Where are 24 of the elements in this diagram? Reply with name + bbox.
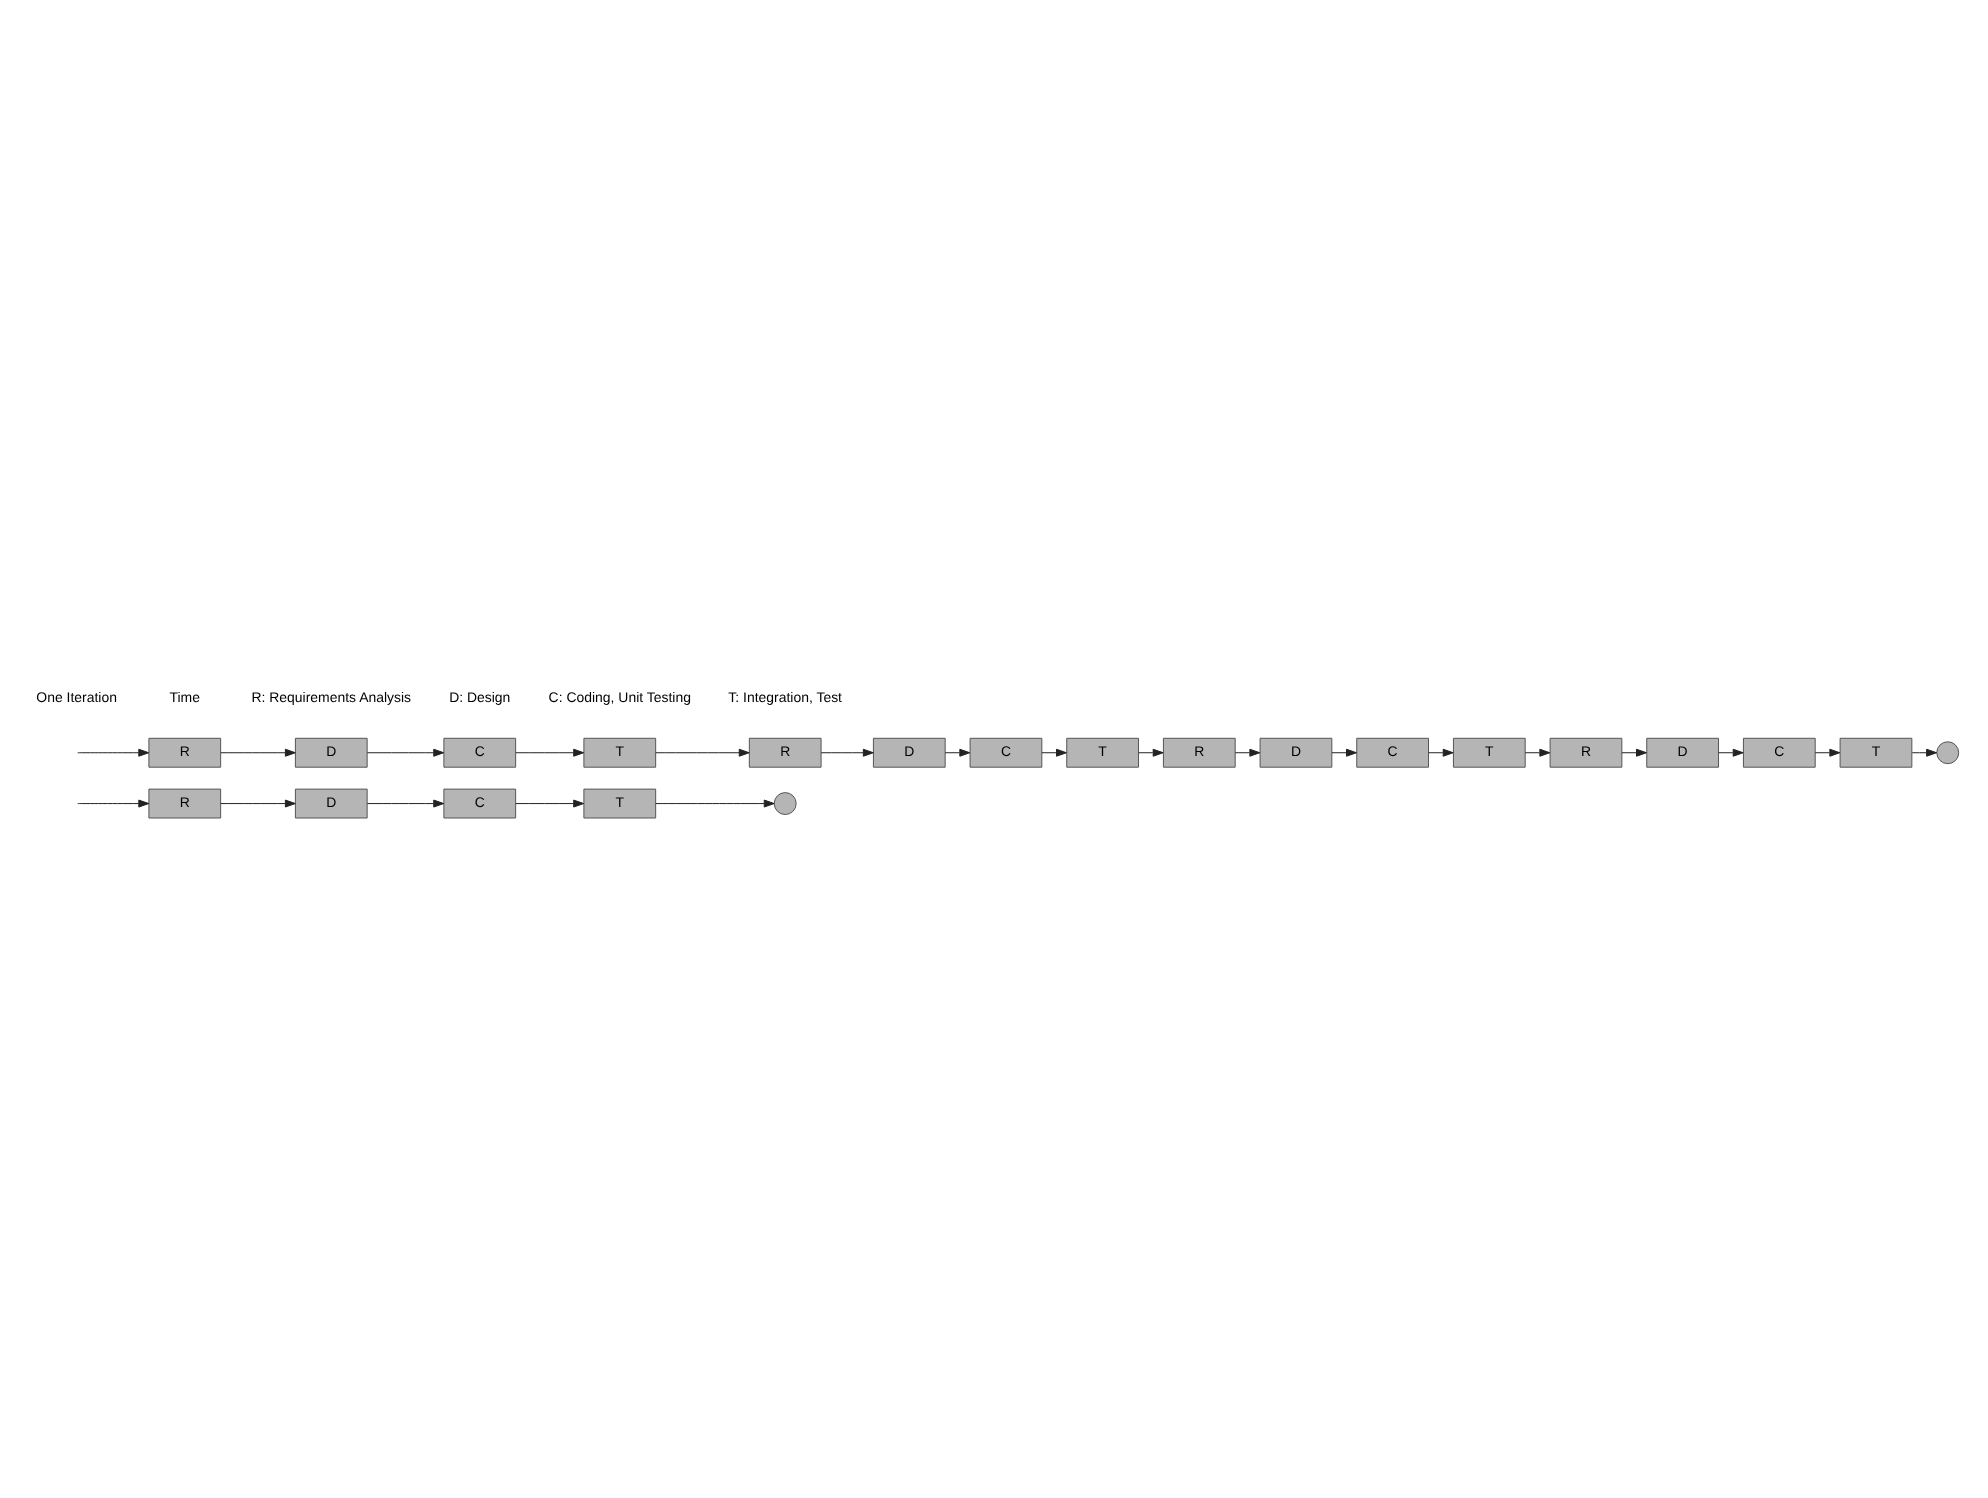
- arrow: [515, 748, 585, 757]
- arrow: [77, 799, 150, 808]
- arrow: [1331, 748, 1357, 757]
- arrow: [655, 799, 775, 808]
- arrow: [1041, 748, 1067, 757]
- node-circle: [773, 792, 797, 816]
- arrow: [220, 799, 296, 808]
- arrow: [220, 748, 296, 757]
- arrow: [515, 799, 585, 808]
- arrow: [1524, 748, 1551, 757]
- arrow: [944, 748, 971, 757]
- node-circle: [1936, 741, 1960, 765]
- arrow: [1814, 748, 1841, 757]
- arrow: [1621, 748, 1647, 757]
- arrow: [655, 748, 750, 757]
- arrow: [77, 748, 150, 757]
- arrow: [1428, 748, 1454, 757]
- arrow: [1718, 748, 1744, 757]
- arrow: [366, 799, 445, 808]
- arrow: [366, 748, 445, 757]
- arrow: [1911, 748, 1938, 757]
- arrow: [1234, 748, 1261, 757]
- arrow: [820, 748, 874, 757]
- arrow: [1138, 748, 1164, 757]
